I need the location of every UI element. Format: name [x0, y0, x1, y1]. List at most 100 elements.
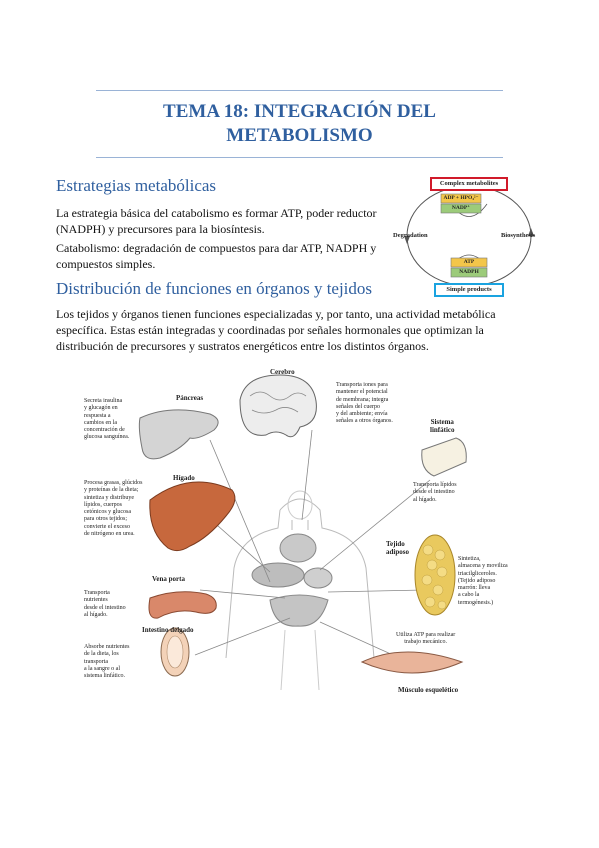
cerebro-description: Transporta iones para mantener el potenc…	[336, 382, 393, 426]
liver-line: cetónicos y glucosa	[84, 509, 131, 516]
organ-diagram: Cerebro Transporta iones para mantener e…	[80, 360, 520, 700]
adipose-line: Sintetiza,	[458, 556, 481, 562]
adipose-title-line: Tejido	[386, 540, 405, 548]
atp-label: ATP	[463, 259, 475, 265]
intestine-torso-shape	[269, 594, 329, 627]
small-intestine-line: de la dieta, los	[84, 651, 119, 658]
liver-line: Procesa grasas, glúcidos	[84, 480, 143, 486]
portal-vein-line: al hígado.	[84, 611, 108, 618]
adipose-line: termogénesis.)	[458, 599, 494, 606]
section-heading-estrategias: Estrategias metabólicas	[56, 176, 217, 195]
muscle-line: trabajo mecánico.	[404, 639, 447, 646]
lymphatic-line: al hígado.	[413, 496, 437, 503]
paragraph-2-line-2: compuestos simples.	[56, 257, 156, 271]
adipose-title: Tejido adiposo	[386, 540, 409, 556]
complex-metabolites-box	[430, 177, 508, 191]
portal-vein-title: Vena porta	[152, 575, 185, 583]
cerebro-line: Transporta iones para	[336, 382, 388, 388]
portal-vein-line: desde el intestino	[84, 604, 126, 611]
pancreas-shape	[138, 409, 219, 460]
degradation-label: Degradation	[393, 232, 428, 239]
cerebro-title: Cerebro	[270, 368, 295, 376]
simple-products-box	[434, 283, 504, 297]
nadph-label: NADPH	[459, 269, 479, 275]
adipose-line: almacena y moviliza	[458, 563, 508, 570]
portal-vein-description: Transporta nutrientes desde el intestino…	[84, 590, 126, 619]
adp-label: ADP + HPO₄²⁻	[443, 195, 479, 201]
small-intestine-description: Absorbe nutrientes de la dieta, los tran…	[84, 644, 130, 680]
cerebro-line: de membrana; integra	[336, 396, 389, 403]
adipose-line: marrón: lleva	[458, 585, 491, 592]
adipose-description: Sintetiza, almacena y moviliza triacilgl…	[458, 556, 508, 607]
adipose-line: a cabo la	[458, 592, 480, 599]
nadp-label: NADP⁺	[451, 205, 471, 211]
pancreas-line: respuesta a	[84, 412, 111, 419]
pancreas-description: Secreta insulina y glucagón en respuesta…	[84, 398, 129, 442]
nadph-box	[450, 267, 488, 278]
cycle-arrow-left	[404, 236, 410, 244]
metabolic-cycle-diagram: Complex metabolites ADP + HPO₄²⁻ NADP⁺ D…	[393, 174, 545, 304]
muscle-line: Utiliza ATP para realizar	[396, 632, 456, 638]
stomach-torso-shape	[303, 567, 333, 589]
portal-vein-shape	[148, 591, 217, 619]
paragraph-1-line-2: (NADPH) y precursores para la biosíntesi…	[56, 222, 265, 236]
lymphatic-title-line: linfático	[430, 426, 455, 434]
pancreas-line: y glucagón en	[84, 405, 118, 412]
leg-lines	[280, 629, 320, 691]
paragraph-1-line-1: La estrategia básica del catabolismo es …	[56, 206, 377, 220]
complex-metabolites-label: Complex metabolites	[439, 180, 499, 187]
lymphatic-shape	[421, 437, 467, 477]
heart-shape	[279, 533, 317, 563]
simple-products-label: Simple products	[446, 286, 492, 293]
adipose-line: triacilgliceroles.	[458, 570, 497, 577]
small-intestine-line: Absorbe nutrientes	[84, 644, 130, 650]
organ-diagram-svg	[138, 374, 467, 691]
liver-torso-shape	[251, 562, 305, 588]
brain-shape	[239, 374, 317, 438]
liver-line: para otros tejidos;	[84, 516, 127, 523]
page-title: TEMA 18: INTEGRACIÓN DEL METABOLISMO	[96, 100, 503, 148]
cycle-arrow-right	[528, 228, 534, 236]
title-line-2: METABOLISMO	[226, 125, 373, 146]
liver-line: sintetiza y distribuye	[84, 494, 134, 501]
atp-box	[450, 257, 488, 268]
pancreas-title: Páncreas	[176, 394, 204, 402]
paragraph-3-line-1: Los tejidos y órganos tienen funciones e…	[56, 307, 496, 321]
liver-title: Hígado	[173, 474, 195, 482]
adipose-line: (Tejido adiposo	[458, 577, 496, 584]
lymphatic-title: Sistema linfático	[430, 418, 455, 434]
section-heading-distribucion: Distribución de funciones en órganos y t…	[56, 279, 373, 298]
body-head	[287, 490, 313, 520]
portal-vein-line: Transporta	[84, 590, 110, 596]
lymphatic-line: Transporta lípidos	[413, 482, 457, 488]
title-bottom-rule	[96, 157, 503, 158]
muscle-shape	[360, 651, 464, 674]
pancreas-line: Secreta insulina	[84, 398, 123, 404]
cerebro-line: y del ambiente; envía	[336, 411, 388, 418]
liver-line: lípidos, cuerpos	[84, 501, 122, 508]
cerebro-line: señales del cuerpo	[336, 403, 380, 410]
liver-line: y proteínas de la dieta;	[84, 487, 139, 494]
cerebro-line: mantener el potencial	[336, 389, 388, 396]
liver-description: Procesa grasas, glúcidos y proteínas de …	[84, 480, 143, 538]
title-line-1: TEMA 18: INTEGRACIÓN DEL	[163, 101, 436, 122]
portal-vein-line: nutrientes	[84, 597, 108, 604]
liver-shape	[149, 481, 236, 552]
lymphatic-line: desde el intestino	[413, 489, 455, 496]
intestine-lumen	[166, 635, 184, 669]
cycle-diagram-svg	[404, 177, 534, 297]
body-outline	[225, 498, 375, 659]
paragraph-3-line-3: distribución de precursores y sustratos …	[56, 339, 429, 353]
liver-line: convierte el exceso	[84, 523, 130, 530]
small-intestine-title: Intestino delgado	[142, 626, 194, 634]
brain-folds	[249, 391, 307, 414]
pancreas-line: cambios en la	[84, 419, 117, 426]
nadp-box	[440, 203, 482, 214]
adipose-cells	[421, 544, 448, 610]
paragraph-3-line-2: específica. Estas están integradas y coo…	[56, 323, 484, 337]
muscle-description: Utiliza ATP para realizar trabajo mecáni…	[396, 632, 455, 647]
pancreas-line: glucosa sanguínea.	[84, 434, 130, 441]
small-intestine-line: sistema linfático.	[84, 673, 125, 680]
small-intestine-line: a la sangre o al	[84, 665, 120, 672]
adipose-title-line: adiposo	[386, 548, 409, 556]
